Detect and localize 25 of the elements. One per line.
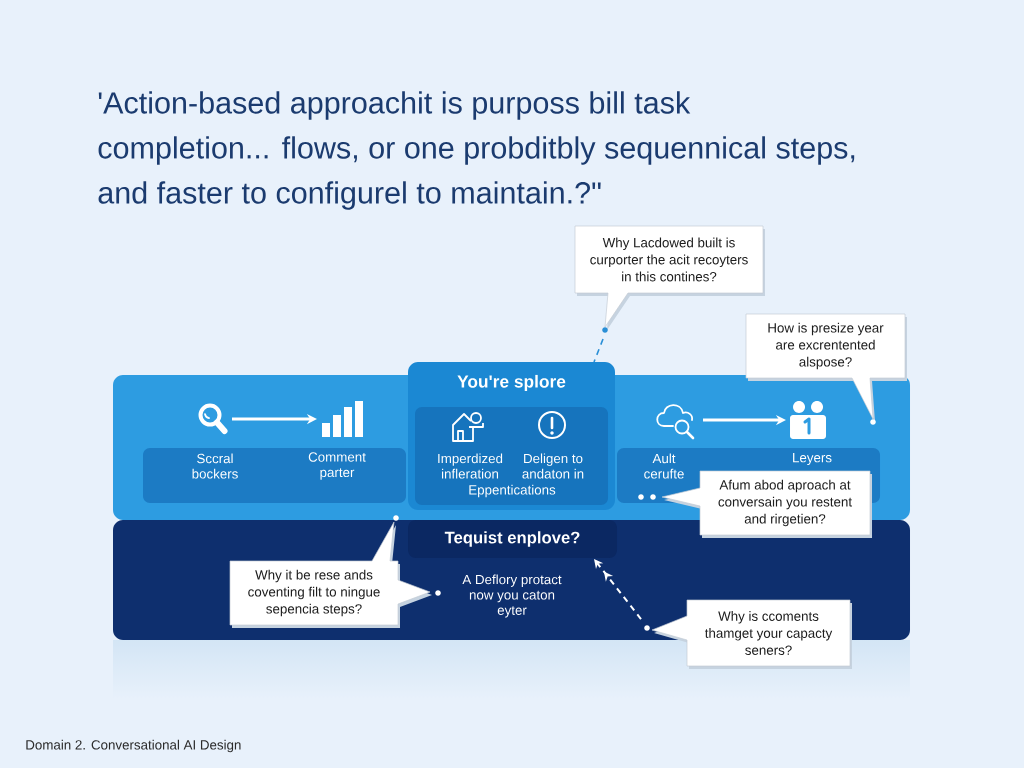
- callout-box: Why it be rese ands coventing filt to ningue sepencia steps?: [229, 521, 432, 628]
- header-tab: Tequist enplove?: [408, 520, 617, 558]
- exclamation-icon: [538, 411, 566, 439]
- panel-text: Eppentications: [469, 484, 556, 498]
- inner-panel: [415, 407, 608, 505]
- icon-label: Comment parter: [308, 452, 366, 480]
- card-heading: You're splore: [457, 374, 566, 392]
- house-icon: [452, 412, 484, 442]
- icon-label: Sccral bockers: [192, 453, 238, 479]
- callout-box: Why Lacdowed built is curporter the acit recoyters in this contines?: [574, 225, 765, 330]
- cloud-search-icon: [656, 404, 695, 440]
- people-icon: [790, 401, 826, 439]
- icon-label: Deligen to andaton in: [522, 453, 584, 479]
- title: 'Action-based approachit is purposs bill task completion... flows, or one probditbly sequennical steps, and faster to configurel to maintain.?": [98, 91, 855, 210]
- body-text: A Deflory protact now you caton eyter: [462, 574, 562, 618]
- footer-text: Domain 2. Conversational AI Design: [26, 739, 241, 753]
- callout-box: Why is ccoments thamget your capacty seners?: [651, 599, 852, 669]
- bar-chart-icon: [322, 401, 363, 437]
- icon-label: Imperdized infleration: [438, 453, 503, 479]
- search-icon: [198, 403, 228, 434]
- arrow: [594, 559, 642, 620]
- icon-label: Leyers: [793, 453, 832, 465]
- callout-box: How is presize year are excrentented alspose?: [745, 313, 907, 422]
- leader-line: [593, 338, 604, 363]
- label-strip: [143, 448, 406, 503]
